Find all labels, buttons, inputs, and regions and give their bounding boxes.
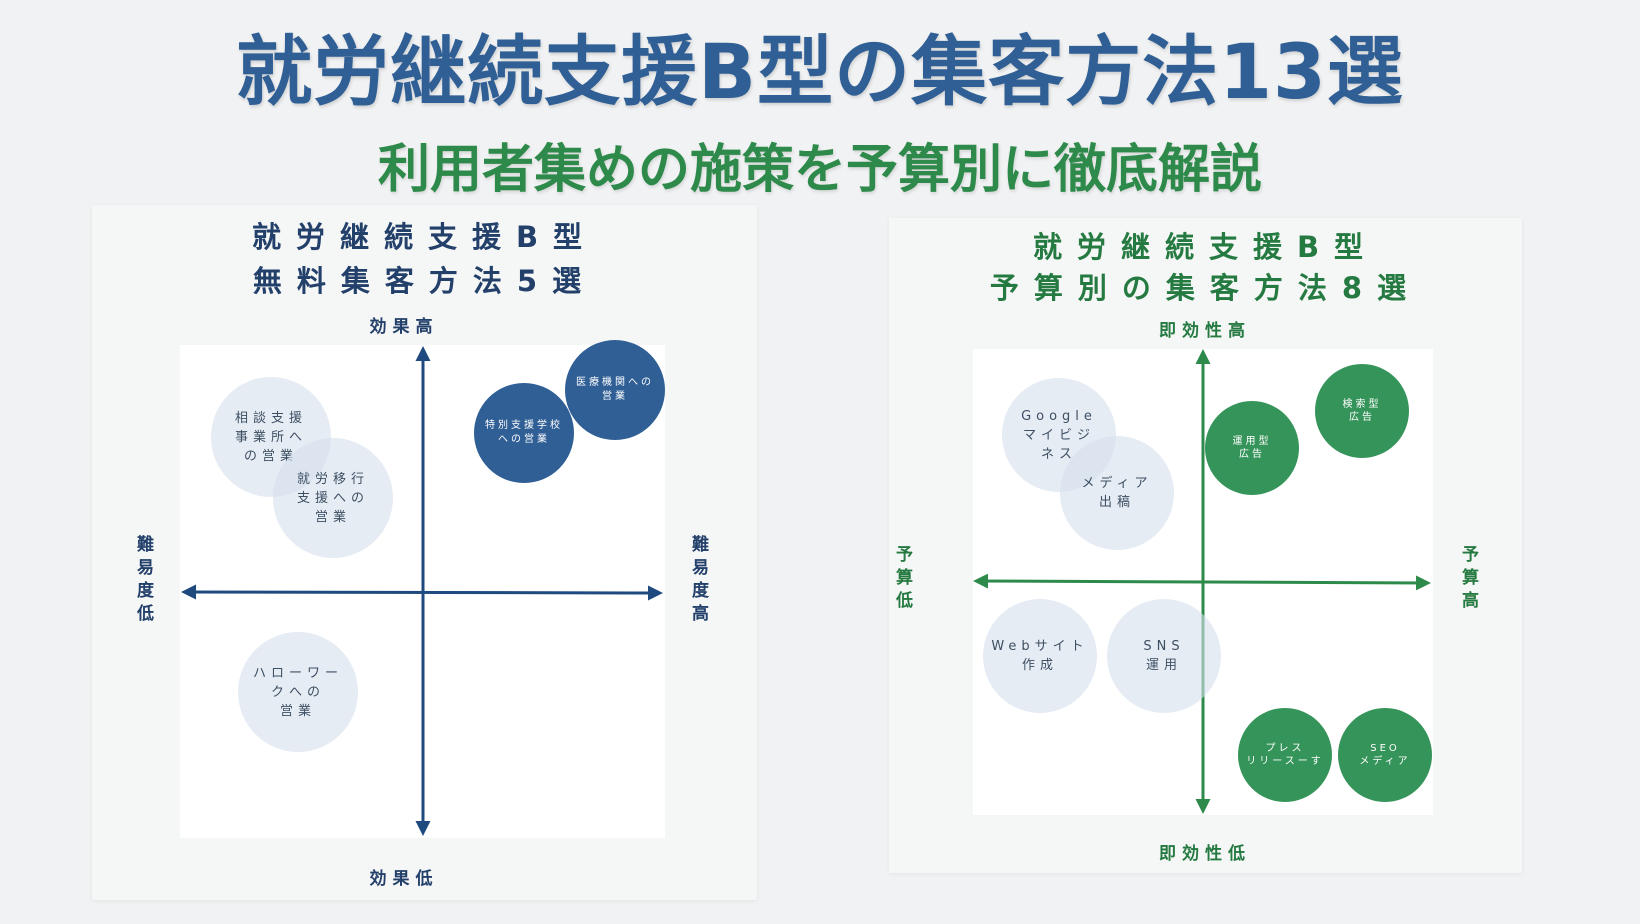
bubble-consultation-office: 相談支援 事業所へ の営業 xyxy=(211,377,331,497)
free-methods-panel: 就労継続支援B型 無料集客方法5選 効果高 効果低 難易度低 難易度高 相談支援… xyxy=(92,205,757,900)
bubble-employment-transition: 就労移行 支援への 営業 xyxy=(273,438,393,558)
panel-title-line1: 就労継続支援B型 xyxy=(251,220,598,254)
axis-top-label: 効果高 xyxy=(369,317,439,337)
axis-top-label: 即効性高 xyxy=(1159,321,1251,341)
panel-title-line2: 無料集客方法5選 xyxy=(252,264,597,298)
plot-area: Google マイビジ ネス メディア 出稿 運用型 広告 検索型 広告 Web… xyxy=(973,349,1433,815)
bubble-media-placement: メディア 出稿 xyxy=(1060,436,1174,550)
bubble-press-release: プレス リリースーす xyxy=(1238,708,1332,802)
bubble-search-ads: 検索型 広告 xyxy=(1315,364,1409,458)
bubble-website: Webサイト 作成 xyxy=(983,599,1097,713)
bubble-managed-ads: 運用型 広告 xyxy=(1205,401,1299,495)
axes xyxy=(973,349,1431,814)
sub-title: 利用者集めの施策を予算別に徹底解説 xyxy=(377,140,1262,200)
axes xyxy=(181,346,663,836)
axis-right-label: 予算高 xyxy=(1458,545,1478,614)
axis-bottom-label: 即効性低 xyxy=(1159,844,1251,864)
bubble-hello-work: ハローワー クへの 営業 xyxy=(238,632,358,752)
axis-left-label: 難易度低 xyxy=(133,535,153,627)
axis-left-label: 予算低 xyxy=(892,545,912,614)
axis-bottom-label: 効果低 xyxy=(369,869,439,889)
horizontal-axis xyxy=(181,584,663,601)
plot-area: 相談支援 事業所へ の営業 就労移行 支援への 営業 特別支援学校 への営業 医… xyxy=(180,340,665,838)
bubble-special-school: 特別支援学校 への営業 xyxy=(474,383,574,483)
main-title: 就労継続支援B型の集客方法13選 xyxy=(236,27,1404,116)
budget-methods-panel: 就労継続支援B型 予算別の集客方法8選 即効性高 即効性低 予算低 予算高 Go… xyxy=(889,218,1522,873)
bubble-sns: SNS 運用 xyxy=(1107,599,1221,713)
horizontal-axis xyxy=(973,573,1431,591)
bubble-seo-media: SEO メディア xyxy=(1338,708,1432,802)
axis-right-label: 難易度高 xyxy=(688,535,708,627)
panel-title-line2: 予算別の集客方法8選 xyxy=(989,271,1422,305)
panel-title-line1: 就労継続支援B型 xyxy=(1032,230,1379,264)
bubble-medical-institution: 医療機関への 営業 xyxy=(565,340,665,440)
